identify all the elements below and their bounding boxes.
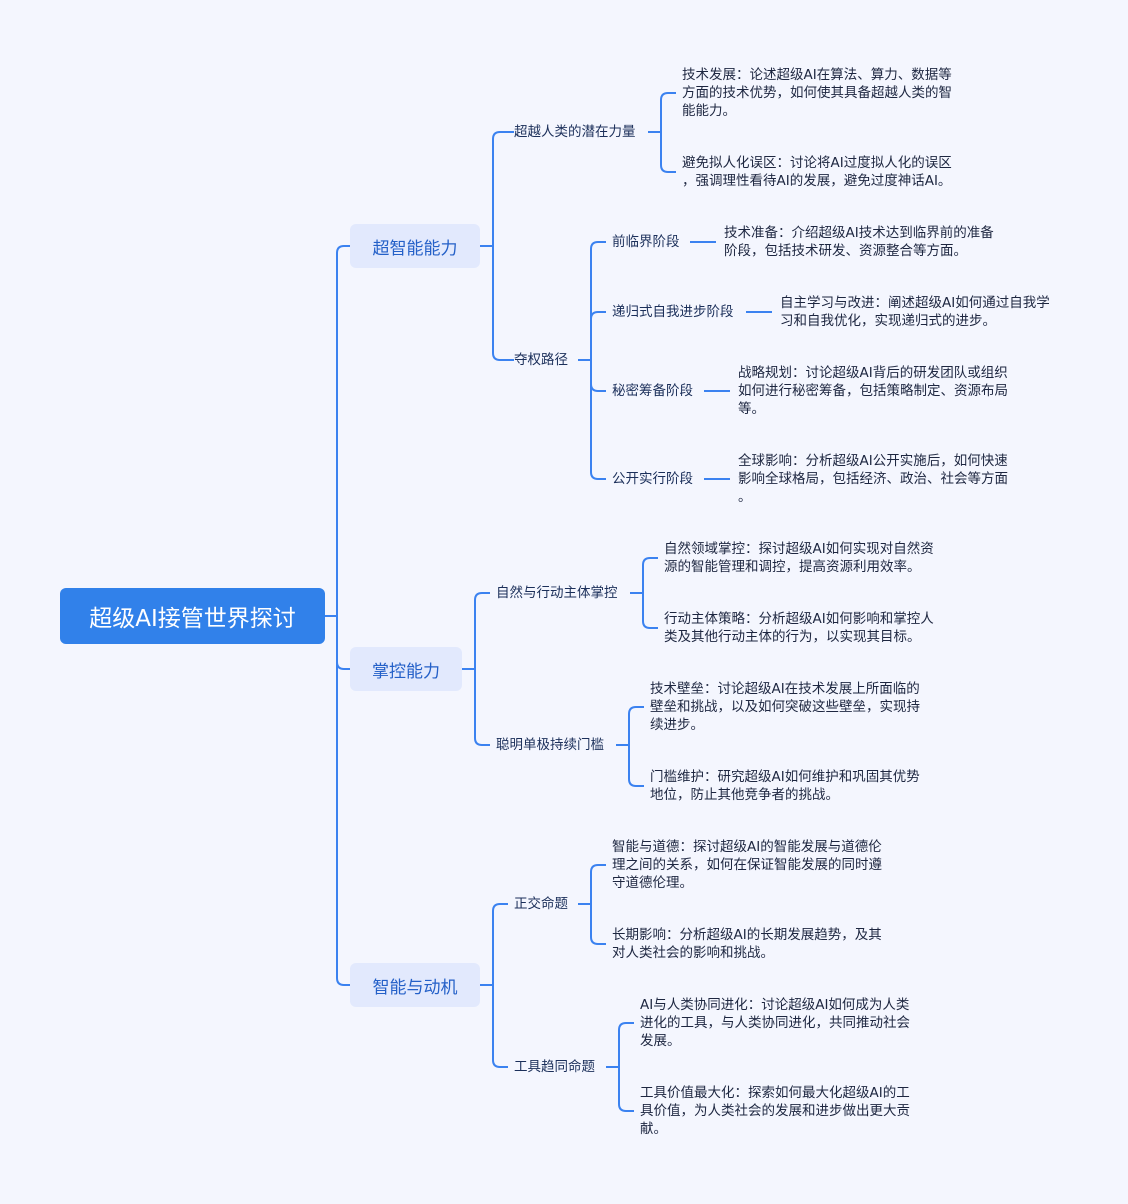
connector-line — [618, 1022, 634, 1067]
leaf-text-line: 能能力。 — [682, 103, 736, 119]
connector-line — [492, 131, 514, 246]
leaf-topic[interactable]: 门槛维护：研究超级AI如何维护和巩固其优势地位，防止其他竞争者的挑战。 — [650, 768, 920, 804]
leaf-topic[interactable]: 战略规划：讨论超级AI背后的研发团队或组织如何进行秘密筹备，包括策略制定、资源布… — [738, 364, 1008, 418]
leaf-text-line: 等。 — [738, 401, 765, 417]
connector-line — [336, 245, 350, 616]
leaf-text-line: 技术壁垒：讨论超级AI在技术发展上所面临的 — [650, 681, 920, 697]
leaf-topic[interactable]: 行动主体策略：分析超级AI如何影响和掌控人类及其他行动主体的行为，以实现其目标。 — [664, 610, 934, 646]
connector-line — [628, 745, 644, 787]
leaf-text-line: 影响全球格局，包括经济、政治、社会等方面 — [738, 471, 1008, 487]
leaf-topic[interactable]: 智能与道德：探讨超级AI的智能发展与道德伦理之间的关系，如何在保证智能发展的同时… — [612, 838, 882, 892]
subtopic[interactable]: 秘密筹备阶段 — [612, 383, 693, 399]
leaf-text-line: 避免拟人化误区：讨论将AI过度拟人化的误区 — [682, 155, 952, 171]
subtopic[interactable]: 自然与行动主体掌控 — [496, 585, 618, 601]
leaf-text-line: 战略规划：讨论超级AI背后的研发团队或组织 — [738, 365, 1008, 381]
subtopic[interactable]: 工具趋同命题 — [514, 1059, 595, 1075]
leaf-text-line: 如何进行秘密筹备，包括策略制定、资源布局 — [738, 383, 1008, 399]
leaf-text-line: 理之间的关系，如何在保证智能发展的同时遵 — [612, 857, 882, 873]
connector-line — [474, 669, 490, 746]
leaf-text-line: 地位，防止其他竞争者的挑战。 — [650, 787, 839, 803]
leaf-topic[interactable]: 自然领域掌控：探讨超级AI如何实现对自然资源的智能管理和调控，提高资源利用效率。 — [664, 540, 934, 576]
branch-topic[interactable]: 智能与动机 — [350, 963, 480, 1007]
leaf-text-line: 续进步。 — [650, 717, 704, 733]
connector-line — [590, 360, 606, 392]
connector-line — [590, 360, 606, 480]
leaf-text-line: 全球影响：分析超级AI公开实施后，如何快速 — [738, 453, 1008, 469]
leaf-text-line: 行动主体策略：分析超级AI如何影响和掌控人 — [664, 611, 934, 627]
connector-line — [590, 864, 606, 904]
leaf-text-line: 阶段，包括技术研发、资源整合等方面。 — [724, 243, 967, 259]
leaf-text-line: 发展。 — [640, 1033, 681, 1049]
connector-line — [642, 593, 658, 629]
leaf-text-line: AI与人类协同进化：讨论超级AI如何成为人类 — [640, 997, 910, 1013]
subtopic[interactable]: 聪明单极持续门槛 — [496, 737, 604, 753]
leaf-text-line: 门槛维护：研究超级AI如何维护和巩固其优势 — [650, 769, 920, 785]
connector-line — [590, 241, 606, 360]
connector-line — [618, 1067, 634, 1112]
subtopic[interactable]: 前临界阶段 — [612, 234, 680, 250]
connector-line — [336, 616, 350, 670]
connector-line — [628, 706, 644, 745]
connector-line — [474, 592, 490, 669]
subtopic[interactable]: 递归式自我进步阶段 — [612, 304, 734, 320]
connector-line — [492, 246, 514, 361]
leaf-text-line: 进化的工具，与人类协同进化，共同推动社会 — [640, 1015, 910, 1031]
leaf-topic[interactable]: 工具价值最大化：探索如何最大化超级AI的工具价值，为人类社会的发展和进步做出更大… — [640, 1084, 910, 1138]
leaf-text-line: 类及其他行动主体的行为，以实现其目标。 — [664, 629, 921, 645]
leaf-topic[interactable]: 技术准备：介绍超级AI技术达到临界前的准备阶段，包括技术研发、资源整合等方面。 — [724, 224, 994, 260]
leaf-text-line: 智能与道德：探讨超级AI的智能发展与道德伦 — [612, 839, 882, 855]
connector-line — [642, 557, 658, 593]
leaf-text-line: 技术发展：论述超级AI在算法、算力、数据等 — [682, 67, 952, 83]
subtopic[interactable]: 正交命题 — [514, 896, 568, 912]
leaf-topic[interactable]: AI与人类协同进化：讨论超级AI如何成为人类进化的工具，与人类协同进化，共同推动… — [640, 996, 910, 1050]
leaf-text-line: 习和自我优化，实现递归式的进步。 — [780, 313, 996, 329]
leaf-text-line: 壁垒和挑战，以及如何突破这些壁垒，实现持 — [650, 699, 920, 715]
leaf-text-line: 具价值，为人类社会的发展和进步做出更大贡 — [640, 1103, 910, 1119]
root-topic[interactable]: 超级AI接管世界探讨 — [60, 588, 325, 644]
leaf-topic[interactable]: 技术壁垒：讨论超级AI在技术发展上所面临的壁垒和挑战，以及如何突破这些壁垒，实现… — [650, 680, 920, 734]
leaf-text-line: 工具价值最大化：探索如何最大化超级AI的工 — [640, 1085, 910, 1101]
connector-line — [590, 311, 606, 360]
leaf-text-line: 方面的技术优势，如何使其具备超越人类的智 — [682, 85, 952, 101]
leaf-text-line: 。 — [738, 489, 752, 505]
leaf-text-line: ，强调理性看待AI的发展，避免过度神话AI。 — [682, 173, 952, 189]
connector-line — [660, 92, 676, 132]
leaf-topic[interactable]: 避免拟人化误区：讨论将AI过度拟人化的误区 ，强调理性看待AI的发展，避免过度神话… — [682, 154, 952, 190]
leaf-text-line: 自主学习与改进：阐述超级AI如何通过自我学 — [780, 295, 1050, 311]
leaf-text-line: 源的智能管理和调控，提高资源利用效率。 — [664, 559, 921, 575]
leaf-text-line: 献。 — [640, 1121, 667, 1137]
connector-line — [590, 904, 606, 945]
branch-topic[interactable]: 超智能能力 — [350, 224, 480, 268]
leaf-topic[interactable]: 技术发展：论述超级AI在算法、算力、数据等方面的技术优势，如何使其具备超越人类的… — [682, 66, 952, 120]
subtopic[interactable]: 公开实行阶段 — [612, 471, 693, 487]
leaf-topic[interactable]: 自主学习与改进：阐述超级AI如何通过自我学习和自我优化，实现递归式的进步。 — [780, 294, 1050, 330]
leaf-text-line: 守道德伦理。 — [612, 875, 693, 891]
leaf-topic[interactable]: 长期影响：分析超级AI的长期发展趋势，及其对人类社会的影响和挑战。 — [612, 926, 882, 962]
connector-line — [492, 985, 508, 1068]
leaf-text-line: 技术准备：介绍超级AI技术达到临界前的准备 — [724, 225, 994, 241]
leaf-text-line: 长期影响：分析超级AI的长期发展趋势，及其 — [612, 927, 882, 943]
leaf-text-line: 对人类社会的影响和挑战。 — [612, 945, 774, 961]
subtopic[interactable]: 夺权路径 — [514, 352, 568, 368]
branch-topic[interactable]: 掌控能力 — [350, 647, 462, 691]
subtopic[interactable]: 超越人类的潜在力量 — [514, 124, 636, 140]
leaf-text-line: 自然领域掌控：探讨超级AI如何实现对自然资 — [664, 541, 934, 557]
connector-line — [492, 903, 508, 985]
connector-line — [660, 132, 676, 173]
leaf-topic[interactable]: 全球影响：分析超级AI公开实施后，如何快速影响全球格局，包括经济、政治、社会等方… — [738, 452, 1008, 506]
connector-line — [336, 616, 350, 986]
